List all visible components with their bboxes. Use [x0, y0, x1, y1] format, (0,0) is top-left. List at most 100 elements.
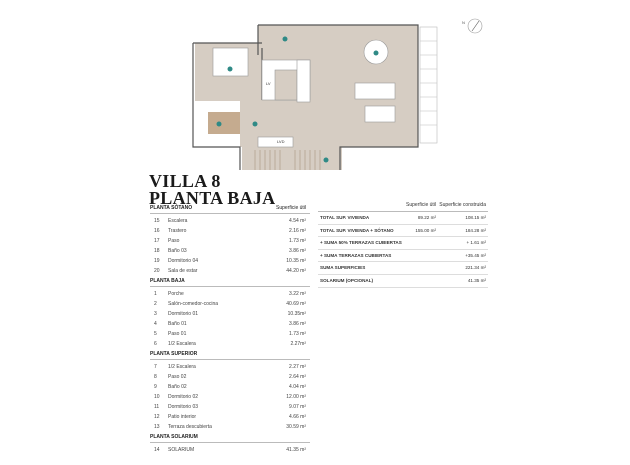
room-number: 14 — [154, 447, 160, 453]
section-title: PLANTA SOLARIUM — [150, 433, 310, 443]
room-area: 10.35 m² — [286, 258, 306, 264]
room-marker-4 — [216, 121, 222, 127]
table-row: 15 Escalera 4.54 m² — [150, 216, 310, 226]
room-number: 15 — [154, 218, 160, 224]
room-number: 2 — [154, 301, 157, 307]
room-name: Dormitorio 01 — [168, 311, 199, 317]
summary-construida: +35.45 m² — [465, 252, 486, 258]
room-area: 41.35 m² — [286, 447, 306, 453]
room-area: 40.69 m² — [286, 301, 306, 307]
section-title: PLANTA SUPERIOR — [150, 350, 310, 360]
room-stairs — [242, 147, 342, 170]
compass-icon: N — [462, 18, 483, 34]
col-construida: Superficie construida — [439, 202, 486, 208]
fixture-label-lvd: LVD — [277, 139, 285, 144]
summary-row: SOLARIUM (OPCIONAL) 41.35 m² — [318, 275, 488, 288]
col-util: Superficie útil — [275, 205, 306, 211]
room-name: Escalera — [168, 218, 188, 224]
room-marker-1 — [282, 36, 288, 42]
floor-title: PLANTA BAJA — [149, 188, 276, 208]
room-number: 16 — [154, 228, 160, 234]
table-row: 5 Paso 01 1.73 m² — [150, 329, 310, 339]
summary-row: SUMA SUPERFICIES 221.34 m² — [318, 262, 488, 275]
room-area: 2.16 m² — [289, 228, 306, 234]
summary-construida: 41.35 m² — [467, 277, 486, 283]
room-area: 2.64 m² — [289, 374, 306, 380]
room-name: Dormitorio 03 — [168, 404, 199, 410]
summary-label: SUMA SUPERFICIES — [320, 265, 366, 271]
room-name: Baño 01 — [168, 321, 187, 327]
room-area: 9.07 m² — [289, 404, 306, 410]
table-row: 12 Patio interior 4.66 m² — [150, 412, 310, 422]
table-row: 10 Dormitorio 02 12.00 m² — [150, 392, 310, 402]
room-area: 3.22 m² — [289, 291, 306, 297]
table-row: 11 Dormitorio 03 9.07 m² — [150, 402, 310, 412]
room-area: 2.27 m² — [289, 364, 306, 370]
room-number: 5 — [154, 331, 157, 337]
room-number: 7 — [154, 364, 157, 370]
summary-table: Superficie útil Superficie construida TO… — [318, 202, 488, 288]
room-name: Paso — [168, 238, 180, 244]
summary-row: + SUMA 50% TERRAZAS CUBIERTAS+ 1.61 m² — [318, 237, 488, 250]
room-marker-2 — [373, 50, 379, 56]
room-name: SOLARIUM — [168, 447, 195, 453]
summary-util: 89.22 m² — [417, 215, 436, 220]
summary-label: TOTAL SUP. VIVIENDA + SÓTANO — [320, 227, 394, 233]
room-number: 13 — [154, 424, 160, 430]
room-area: 3.86 m² — [289, 321, 306, 327]
table-row: 6 1/2 Escalera 2.27m² — [150, 339, 310, 349]
room-area: 30.59 m² — [286, 424, 306, 430]
room-number: 6 — [154, 341, 157, 347]
room-name: Baño 03 — [168, 248, 187, 254]
room-name: Paso 01 — [168, 331, 187, 337]
room-name: 1/2 Escalera — [168, 341, 196, 347]
table-row: 17 Paso 1.73 m² — [150, 236, 310, 246]
room-area: 44.20 m² — [286, 268, 306, 274]
room-area: 4.54 m² — [289, 218, 306, 224]
room-number: 12 — [154, 414, 160, 420]
room-number: 10 — [154, 394, 160, 400]
room-area: 1.73 m² — [289, 238, 306, 244]
room-area: 10.35m² — [287, 311, 306, 317]
room-area: 1.73 m² — [289, 331, 306, 337]
room-area: 4.66 m² — [289, 414, 306, 420]
room-area: 2.27m² — [290, 341, 306, 347]
room-bath — [208, 112, 240, 134]
summary-row: + SUMA TERRAZAS CUBIERTAS +35.45 m² — [318, 250, 488, 263]
area-section: PLANTA SOLARIUM 14 SOLARIUM 41.35 m² — [150, 433, 310, 455]
summary-construida: 221.34 m² — [465, 265, 486, 271]
table-row: 14 SOLARIUM 41.35 m² — [150, 445, 310, 455]
room-markers — [216, 36, 379, 163]
room-number: 3 — [154, 311, 157, 317]
summary-label: TOTAL SUP. VIVIENDA — [320, 215, 370, 220]
room-number: 17 — [154, 238, 160, 244]
room-name: Paso 02 — [168, 374, 187, 380]
room-name: 1/2 Escalera — [168, 364, 196, 370]
room-area: 12.00 m² — [286, 394, 306, 400]
room-name: Porche — [168, 291, 184, 297]
room-number: 11 — [154, 404, 160, 410]
room-name: Baño 02 — [168, 384, 187, 390]
room-name: Sala de estar — [168, 268, 198, 274]
section-title: PLANTA BAJA — [150, 277, 310, 287]
room-number: 8 — [154, 374, 157, 380]
room-number: 20 — [154, 268, 160, 274]
room-name: Dormitorio 02 — [168, 394, 199, 400]
room-name: Patio interior — [168, 414, 197, 420]
floor-plan: LV LVD N — [192, 18, 483, 170]
summary-label: + SUMA TERRAZAS CUBIERTAS — [320, 252, 392, 258]
summary-label: SOLARIUM (OPCIONAL) — [320, 277, 374, 283]
